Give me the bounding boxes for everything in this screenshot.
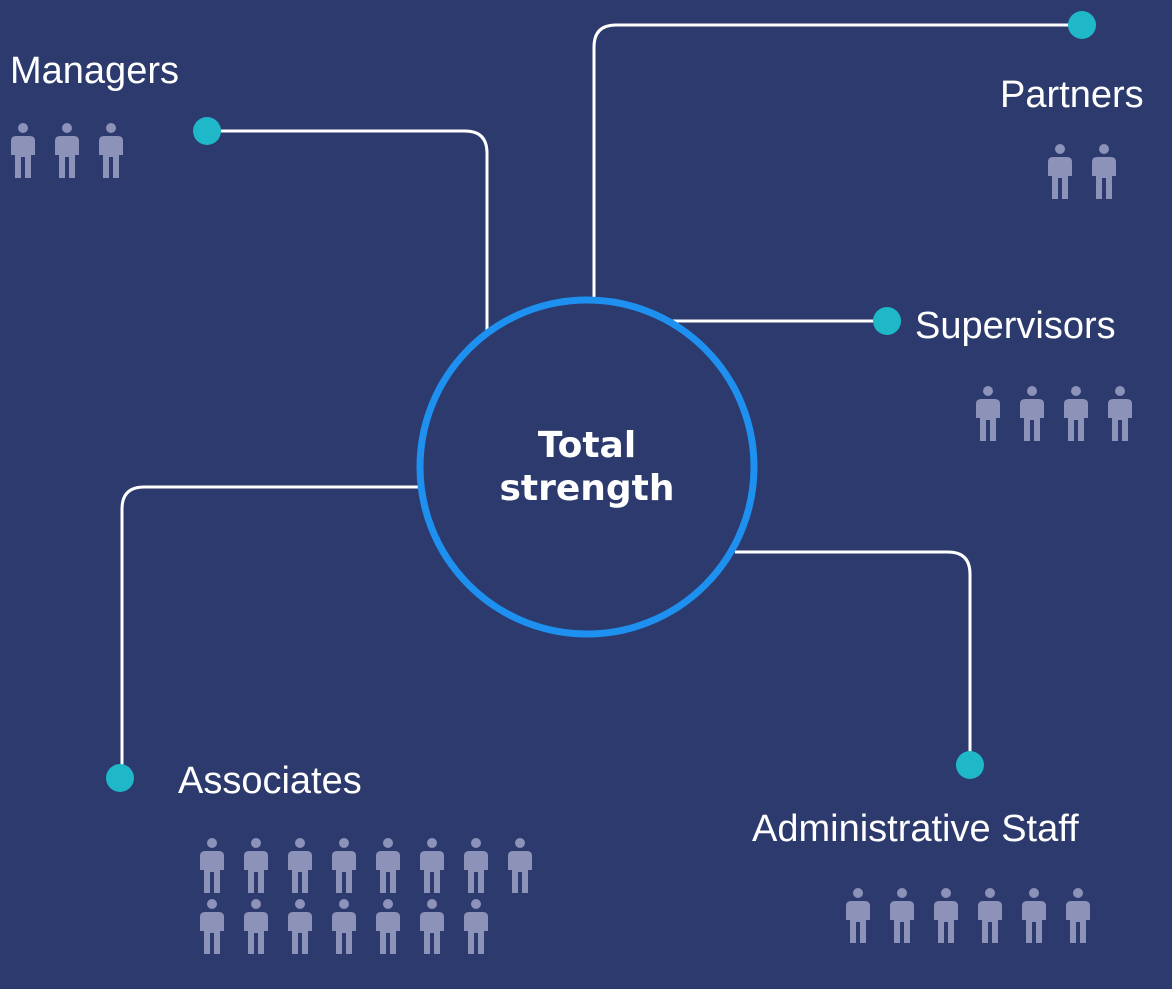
person-icon [934,888,958,943]
person-icon [288,838,312,893]
partners-people [1045,144,1145,199]
center-title: Total strength [420,300,754,634]
managers-label: Managers [10,50,179,92]
connector-dot-managers [193,117,221,145]
managers-people [8,123,148,178]
person-icon [1092,144,1116,199]
person-icon [55,123,79,178]
person-icon [508,838,532,893]
person-icon [1066,888,1090,943]
supervisors-label: Supervisors [915,305,1116,347]
center-title-text: Total strength [499,424,675,509]
connector-line-managers [207,129,489,333]
connector-dot-admin-staff [956,751,984,779]
person-icon [376,899,400,954]
person-icon [244,899,268,954]
person-icon [420,899,444,954]
person-icon [464,838,488,893]
person-icon [332,899,356,954]
supervisors-people [973,386,1163,441]
person-icon [1064,386,1088,441]
connector-dot-supervisors [873,307,901,335]
person-icon [288,899,312,954]
person-icon [11,123,35,178]
person-icon [99,123,123,178]
center-circle [416,296,758,638]
person-icon [200,838,224,893]
person-icon [1020,386,1044,441]
person-icon [244,838,268,893]
person-icon [376,838,400,893]
connector-line-associates [120,485,421,778]
person-icon [890,888,914,943]
person-icon [200,899,224,954]
person-icon [1048,144,1072,199]
person-icon [846,888,870,943]
person-icon [1108,386,1132,441]
person-icon [1022,888,1046,943]
person-icon [420,838,444,893]
person-icon [464,899,488,954]
connector-dot-associates [106,764,134,792]
person-icon [332,838,356,893]
connector-line-admin-staff [735,550,972,765]
associates-people [197,838,557,954]
associates-label: Associates [178,760,362,802]
connector-dot-partners [1068,11,1096,39]
partners-label: Partners [1000,74,1144,116]
admin-staff-people [843,888,1113,943]
person-icon [978,888,1002,943]
admin-staff-label: Administrative Staff [752,808,1079,850]
person-icon [976,386,1000,441]
connector-line-partners [592,23,1082,300]
